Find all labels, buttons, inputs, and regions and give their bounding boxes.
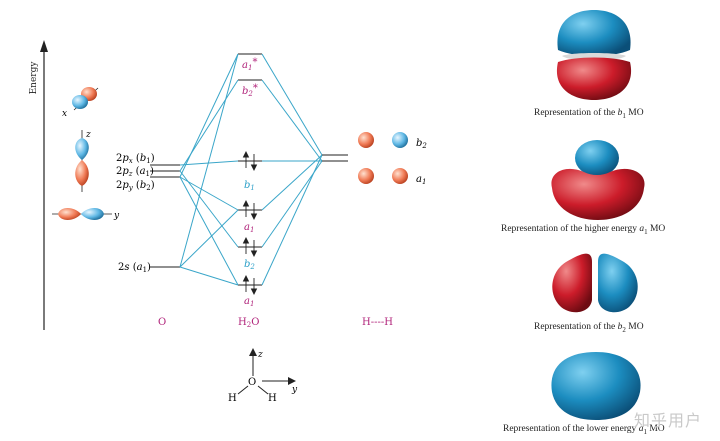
caption-a1-low-mo: Representation of the lower energy a1 MO (503, 424, 665, 436)
o-px-orbital-icon (72, 87, 99, 111)
molecule-h1-label: H (228, 393, 237, 404)
caption-b1-mo: Representation of the b1 MO (534, 108, 644, 120)
h-label-b2: b2 (416, 138, 427, 150)
mo-render-b2 (552, 253, 638, 313)
o-pz-orbital-icon (75, 130, 89, 192)
electron-pair-a1-high (242, 199, 258, 221)
mo-levels (238, 53, 262, 286)
h-levels (322, 154, 348, 162)
water-molecule (237, 348, 296, 395)
mo-label-b2: b2 (244, 259, 255, 271)
electron-pair-a1-low (242, 274, 258, 296)
molecule-z-label: z (257, 350, 263, 360)
mo-render-a1-low (551, 352, 641, 420)
mo-label-b2-star: b2* (242, 83, 258, 98)
o-py-orbital-icon (52, 208, 112, 220)
o-level-label-py: 2py (b2) (116, 180, 155, 192)
y-axis-label: y (113, 211, 120, 221)
watermark: 知乎用户 (633, 411, 702, 430)
h-group-orbitals-icon (358, 132, 408, 184)
mo-label-b1: b1 (244, 180, 255, 192)
o-level-label-2s: 2s (a1) (118, 262, 151, 274)
electron-pair-b2 (242, 236, 258, 258)
o-levels (150, 164, 180, 268)
mo-render-a1-high (551, 140, 645, 220)
molecule-h2-label: H (268, 393, 277, 404)
o-level-label-px: 2px (b1) (116, 153, 155, 165)
mo-label-a1-high: a1 (244, 222, 254, 234)
mo-render-b1 (556, 10, 632, 100)
energy-axis (40, 40, 48, 330)
electron-pair-b1 (242, 150, 258, 172)
electron-pairs (242, 150, 258, 296)
caption-b2-mo: Representation of the b2 MO (534, 322, 644, 334)
correlation-lines (179, 53, 323, 286)
column-label-o: O (158, 317, 166, 328)
caption-a1-high-mo: Representation of the higher energy a1 M… (501, 224, 666, 236)
h-label-a1: a1 (416, 174, 426, 186)
column-label-hh: H----H (362, 317, 393, 328)
molecule-o-label: O (248, 377, 256, 388)
energy-axis-label: Energy (29, 61, 39, 95)
mo-label-a1-low: a1 (244, 296, 254, 308)
o-level-label-pz: 2pz (a1) (116, 166, 154, 178)
molecule-y-label: y (291, 385, 298, 395)
z-axis-label: z (85, 130, 91, 140)
column-label-h2o: H2O (238, 317, 259, 329)
mo-label-a1-star: a1* (242, 57, 257, 72)
x-axis-label: x (62, 109, 67, 119)
